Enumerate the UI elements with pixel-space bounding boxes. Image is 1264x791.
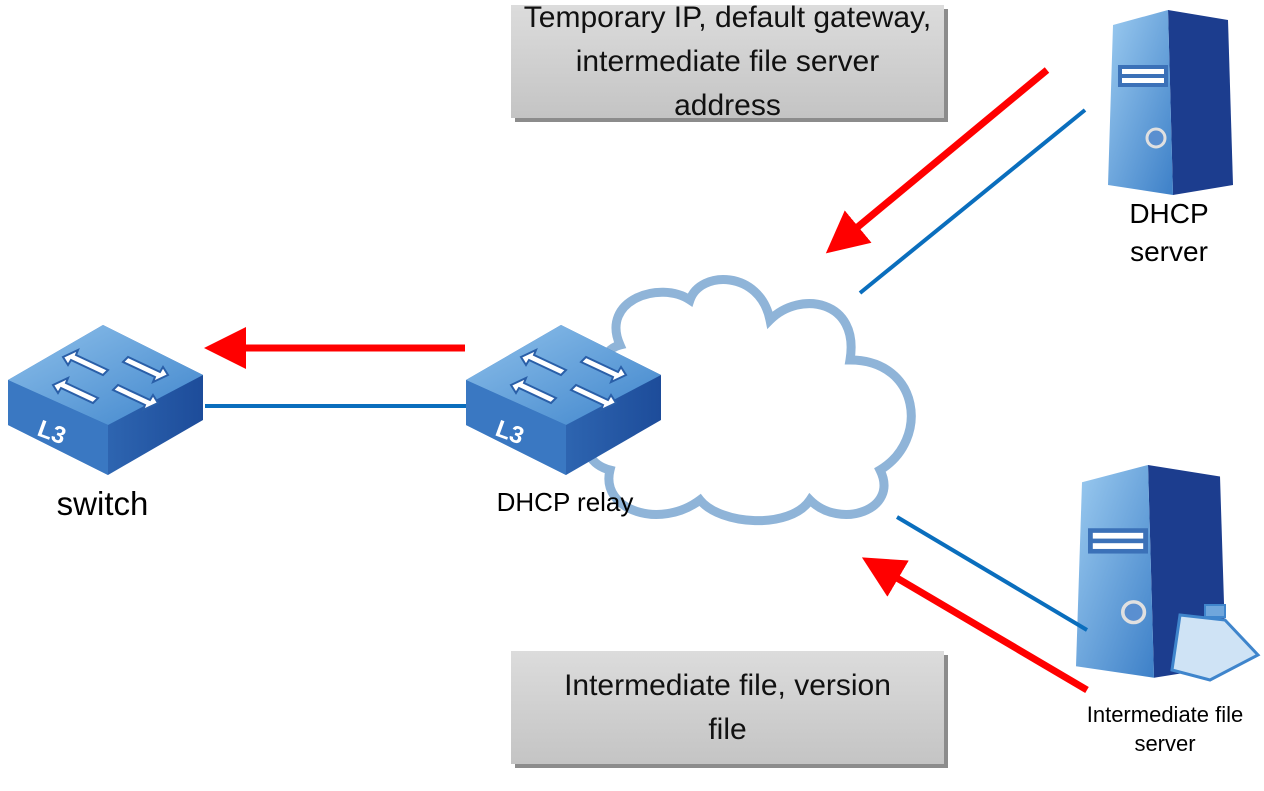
top-info-text: Temporary IP, default gateway, intermedi… <box>523 0 932 122</box>
relay-label: DHCP relay <box>496 487 634 517</box>
dhcp-request-line <box>858 108 1087 295</box>
dhcp-server-icon[interactable] <box>1106 8 1235 197</box>
top-info-box: Temporary IP, default gateway, intermedi… <box>511 1 944 122</box>
file-server-label: Intermediate file server <box>1086 702 1244 756</box>
dhcp-server-label: DHCP server <box>1129 198 1209 267</box>
clipboard-icon <box>1170 604 1261 682</box>
dhcp-reply-arrow <box>825 67 1050 254</box>
file-reply-arrow <box>861 557 1089 694</box>
switch-label: switch <box>56 485 149 522</box>
bottom-info-text: Intermediate file, version file <box>564 668 891 746</box>
bottom-info-box: Intermediate file, version file <box>511 651 944 764</box>
switch-icon[interactable] <box>7 324 204 476</box>
file-request-line <box>895 515 1089 632</box>
